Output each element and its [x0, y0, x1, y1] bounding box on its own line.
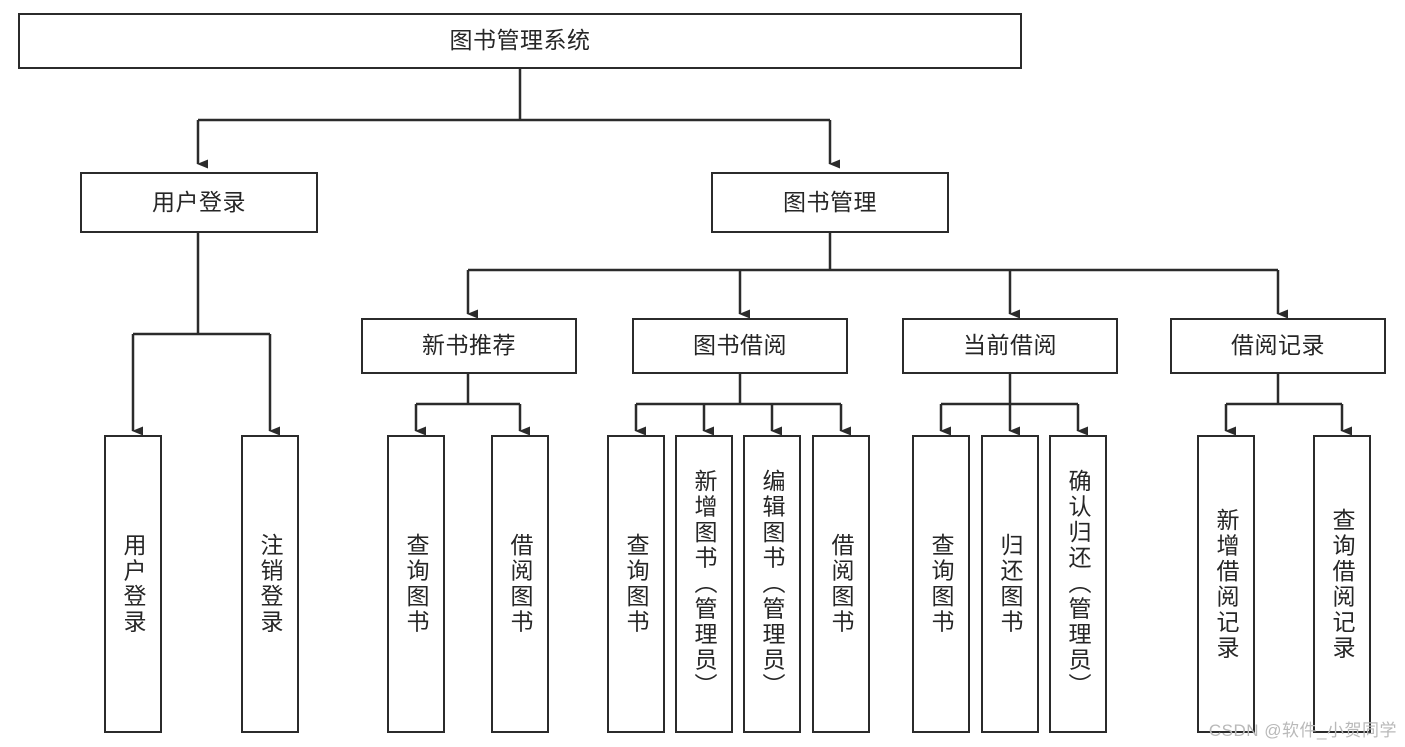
node-label: 查询图书	[928, 533, 955, 635]
leaf-current-return-book[interactable]: 归还图书	[981, 435, 1039, 733]
node-user-login[interactable]: 用户登录	[80, 172, 318, 233]
node-label: 借阅图书	[507, 533, 534, 635]
leaf-recommend-query-book[interactable]: 查询图书	[387, 435, 445, 733]
node-borrow-records[interactable]: 借阅记录	[1170, 318, 1386, 374]
node-label: 新书推荐	[422, 332, 516, 359]
node-label: 图书管理	[783, 188, 877, 215]
node-label: 借阅记录	[1231, 332, 1325, 359]
leaf-borrow-add-book-admin[interactable]: 新增图书（管理员）	[675, 435, 733, 733]
leaf-records-query-record[interactable]: 查询借阅记录	[1313, 435, 1371, 733]
node-label: 查询借阅记录	[1329, 507, 1356, 661]
leaf-borrow-borrow-book[interactable]: 借阅图书	[812, 435, 870, 733]
node-label: 查询图书	[623, 533, 650, 635]
leaf-records-add-record[interactable]: 新增借阅记录	[1197, 435, 1255, 733]
node-label: 确认归还（管理员）	[1065, 469, 1092, 699]
node-root-system[interactable]: 图书管理系统	[18, 13, 1022, 69]
watermark-text: CSDN @软件_小贺同学	[1208, 721, 1397, 740]
node-label: 图书管理系统	[449, 27, 591, 54]
node-current-borrow[interactable]: 当前借阅	[902, 318, 1118, 374]
node-label: 查询图书	[403, 533, 430, 635]
node-book-management[interactable]: 图书管理	[711, 172, 949, 233]
leaf-current-query-book[interactable]: 查询图书	[912, 435, 970, 733]
node-label: 编辑图书（管理员）	[759, 469, 786, 699]
leaf-borrow-edit-book-admin[interactable]: 编辑图书（管理员）	[743, 435, 801, 733]
node-label: 用户登录	[120, 533, 147, 635]
node-label: 新增图书（管理员）	[691, 469, 718, 699]
leaf-user-login[interactable]: 用户登录	[104, 435, 162, 733]
node-label: 注销登录	[257, 533, 284, 635]
leaf-recommend-borrow-book[interactable]: 借阅图书	[491, 435, 549, 733]
node-label: 借阅图书	[828, 533, 855, 635]
node-book-borrow[interactable]: 图书借阅	[632, 318, 848, 374]
node-label: 当前借阅	[963, 332, 1057, 359]
leaf-user-logout[interactable]: 注销登录	[241, 435, 299, 733]
leaf-current-confirm-return-admin[interactable]: 确认归还（管理员）	[1049, 435, 1107, 733]
leaf-borrow-query-book[interactable]: 查询图书	[607, 435, 665, 733]
node-label: 图书借阅	[693, 332, 787, 359]
node-label: 用户登录	[152, 188, 246, 215]
node-label: 新增借阅记录	[1213, 507, 1240, 661]
node-label: 归还图书	[997, 533, 1024, 635]
node-new-book-recommend[interactable]: 新书推荐	[361, 318, 577, 374]
